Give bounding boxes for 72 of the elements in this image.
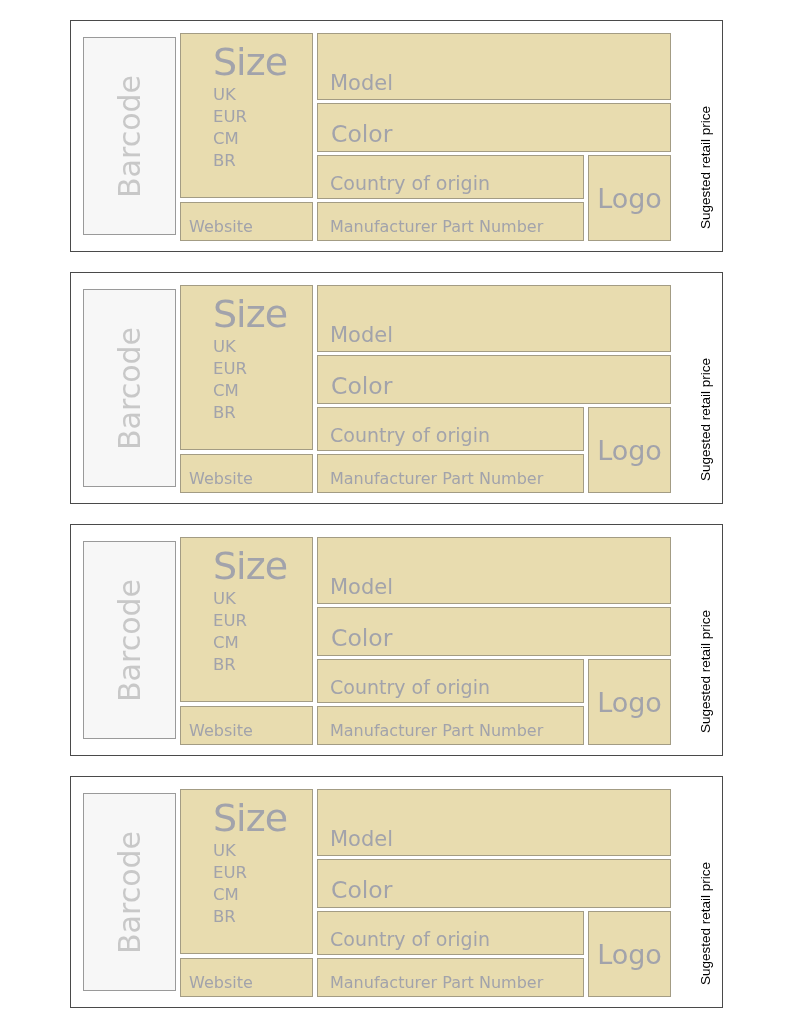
- color-field: [317, 355, 671, 404]
- model-label: Model: [330, 575, 394, 599]
- origin-label: Country of origin: [330, 928, 490, 950]
- origin-label: Country of origin: [330, 676, 490, 698]
- tag-template: [70, 20, 723, 252]
- origin-field: [317, 911, 584, 955]
- website-label: Website: [189, 974, 253, 992]
- image-field: [588, 911, 671, 997]
- color-label: Color: [331, 373, 393, 400]
- website-label: Website: [189, 470, 253, 488]
- size-field: [180, 33, 313, 198]
- color-field: [317, 859, 671, 908]
- image-field: [588, 659, 671, 745]
- color-label: Color: [331, 877, 393, 904]
- size-heading: Size: [213, 40, 287, 84]
- barcode-field: [83, 541, 176, 739]
- placeholder-label: Logo: [597, 938, 662, 970]
- origin-label: Country of origin: [330, 172, 490, 194]
- color-label: Color: [331, 625, 393, 652]
- website-field: [180, 202, 313, 241]
- barcode-field: [83, 289, 176, 487]
- price-label: Sugested retail price: [698, 357, 713, 481]
- size-field: [180, 789, 313, 954]
- part-number-field: [317, 958, 584, 997]
- website-label: Website: [189, 218, 253, 236]
- color-field: [317, 103, 671, 152]
- part-number-label: Manufacturer Part Number: [330, 218, 544, 236]
- image-field: [588, 407, 671, 493]
- size-units: UK EUR CM BR: [213, 84, 247, 172]
- model-field: [317, 789, 671, 856]
- part-number-field: [317, 454, 584, 493]
- price-label: Sugested retail price: [698, 861, 713, 985]
- price-label: Sugested retail price: [698, 105, 713, 229]
- barcode-field: [83, 793, 176, 991]
- price-label: Sugested retail price: [698, 609, 713, 733]
- website-field: [180, 706, 313, 745]
- size-heading: Size: [213, 544, 287, 588]
- model-field: [317, 33, 671, 100]
- website-label: Website: [189, 722, 253, 740]
- origin-field: [317, 407, 584, 451]
- website-field: [180, 454, 313, 493]
- size-field: [180, 285, 313, 450]
- part-number-label: Manufacturer Part Number: [330, 470, 544, 488]
- origin-field: [317, 659, 584, 703]
- placeholder-label: Logo: [597, 686, 662, 718]
- website-field: [180, 958, 313, 997]
- model-field: [317, 285, 671, 352]
- model-field: [317, 537, 671, 604]
- origin-field: [317, 155, 584, 199]
- color-label: Color: [331, 121, 393, 148]
- model-label: Model: [330, 71, 394, 95]
- tag-template: [70, 776, 723, 1008]
- size-field: [180, 537, 313, 702]
- placeholder-label: Logo: [597, 182, 662, 214]
- size-units: UK EUR CM BR: [213, 336, 247, 424]
- image-field: [588, 155, 671, 241]
- tag-template: [70, 272, 723, 504]
- size-heading: Size: [213, 796, 287, 840]
- part-number-label: Manufacturer Part Number: [330, 722, 544, 740]
- size-units: UK EUR CM BR: [213, 840, 247, 928]
- origin-label: Country of origin: [330, 424, 490, 446]
- part-number-label: Manufacturer Part Number: [330, 974, 544, 992]
- model-label: Model: [330, 827, 394, 851]
- color-field: [317, 607, 671, 656]
- part-number-field: [317, 202, 584, 241]
- tag-template: [70, 524, 723, 756]
- barcode-field: [83, 37, 176, 235]
- size-units: UK EUR CM BR: [213, 588, 247, 676]
- placeholder-label: Logo: [597, 434, 662, 466]
- size-heading: Size: [213, 292, 287, 336]
- part-number-field: [317, 706, 584, 745]
- model-label: Model: [330, 323, 394, 347]
